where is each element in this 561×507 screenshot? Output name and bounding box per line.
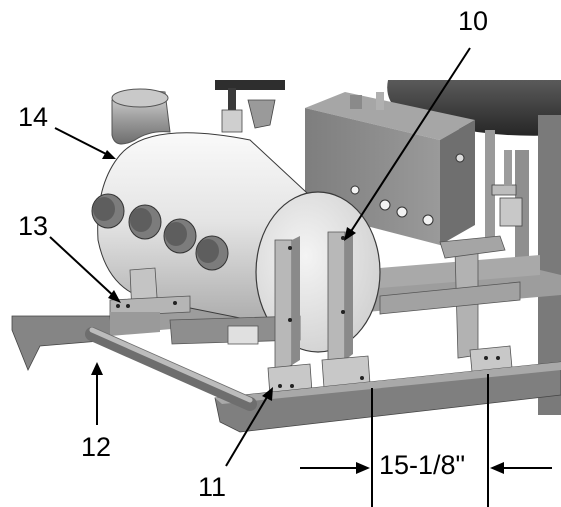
leader-line-14 — [54, 127, 116, 159]
nozzle-2 — [128, 204, 162, 240]
elbow-pipe — [111, 88, 171, 145]
rear-frame — [485, 115, 561, 415]
nozzle-group — [91, 193, 229, 271]
callout-13: 13 — [18, 211, 49, 241]
callout-10: 10 — [458, 6, 489, 36]
nozzle-3 — [163, 218, 197, 254]
lifting-pipe — [85, 327, 257, 411]
top-fittings — [215, 80, 285, 133]
callout-14: 14 — [18, 102, 49, 132]
center-bracket — [169, 315, 301, 345]
leader-line-12 — [91, 362, 103, 425]
front-supports — [267, 228, 371, 397]
valve-fitting — [491, 150, 523, 227]
nozzle-1 — [91, 193, 125, 229]
dimension-indicator — [300, 374, 552, 507]
control-box — [305, 92, 475, 245]
nozzle-4 — [195, 235, 229, 271]
callout-11: 11 — [198, 472, 227, 502]
left-saddle-support — [109, 267, 191, 317]
leader-line-13 — [49, 236, 121, 303]
leader-line-11 — [225, 387, 273, 467]
leader-line-10 — [344, 47, 471, 241]
dimension-label: 15-1/8" — [379, 450, 466, 480]
callout-12: 12 — [81, 432, 112, 462]
cross-brace — [379, 281, 521, 315]
